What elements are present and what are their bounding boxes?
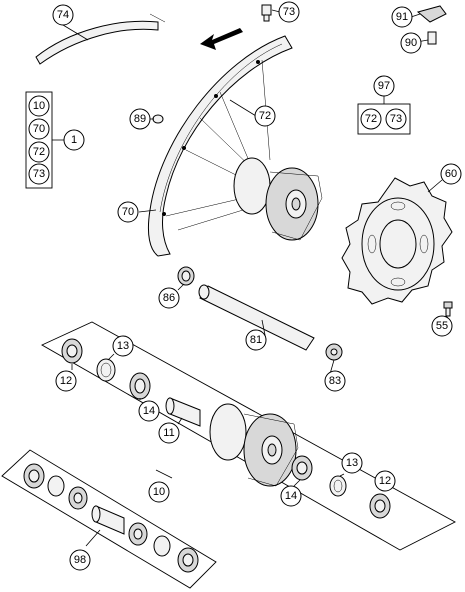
svg-text:73: 73 [390,113,402,125]
callout-70-rim: 70 [117,201,139,223]
svg-text:74: 74 [57,9,69,21]
callout-10-box1: 10 [28,95,50,117]
bearing-kit-parts [23,463,199,573]
svg-text:72: 72 [365,113,377,125]
callout-13-right: 13 [341,452,363,474]
svg-text:81: 81 [250,334,262,346]
svg-text:86: 86 [163,292,175,304]
callout-86: 86 [158,287,180,309]
svg-text:14: 14 [285,490,297,502]
balance-weight-part [152,114,164,124]
svg-text:97: 97 [378,80,390,92]
callout-81: 81 [245,329,267,351]
svg-text:89: 89 [134,113,146,125]
svg-text:70: 70 [33,123,45,135]
callout-70-box1: 70 [28,118,50,140]
svg-text:90: 90 [405,37,417,49]
svg-text:73: 73 [33,168,45,180]
svg-text:13: 13 [117,340,129,352]
svg-text:10: 10 [153,486,165,498]
svg-text:14: 14 [143,405,155,417]
callout-89: 89 [129,108,151,130]
callout-11: 11 [158,422,180,444]
svg-text:12: 12 [60,375,72,387]
bearing-kit-frame [1,449,217,589]
callout-60: 60 [440,163,462,185]
callout-12-right: 12 [374,470,396,492]
spacer-83 [325,343,343,361]
rim-tape [35,13,166,65]
callout-13-left: 13 [112,335,134,357]
callout-91: 91 [391,6,413,28]
svg-text:10: 10 [33,100,45,112]
svg-text:13: 13 [346,457,358,469]
callout-73-box1: 73 [28,163,50,185]
callout-83: 83 [324,370,346,392]
callout-12-left: 12 [55,370,77,392]
svg-text:60: 60 [445,168,457,180]
callout-98: 98 [69,549,91,571]
spacer-86 [177,266,195,286]
svg-text:55: 55 [436,320,448,332]
hub-kit-parts [61,338,391,519]
callout-90: 90 [400,32,422,54]
callout-14-left: 14 [138,400,160,422]
assembled-hub [233,157,323,241]
valve-nut-part [261,4,272,22]
brake-disc [341,177,453,305]
callout-74: 74 [52,4,74,26]
svg-text:83: 83 [329,375,341,387]
callout-97: 97 [373,75,395,97]
wheel-axle [198,284,315,351]
svg-text:11: 11 [163,427,174,439]
svg-text:12: 12 [379,475,391,487]
svg-text:72: 72 [259,110,271,122]
svg-text:1: 1 [71,134,77,146]
svg-text:72: 72 [33,146,45,158]
svg-text:98: 98 [74,554,86,566]
callout-72-rim: 72 [254,105,276,127]
callout-72-box97: 72 [360,108,382,130]
valve-tool-part [416,5,447,45]
callout-55: 55 [431,315,453,337]
svg-text:91: 91 [396,11,408,23]
callout-72-box1: 72 [28,141,50,163]
svg-text:70: 70 [122,206,134,218]
rotation-direction-arrow-icon [200,28,243,50]
callout-10-lower: 10 [148,481,170,503]
callout-73-top: 73 [278,1,300,23]
callout-14-right: 14 [280,485,302,507]
callout-1: 1 [63,129,85,151]
svg-text:73: 73 [283,6,295,18]
disc-bolt [443,301,453,317]
callout-73-box97: 73 [385,108,407,130]
